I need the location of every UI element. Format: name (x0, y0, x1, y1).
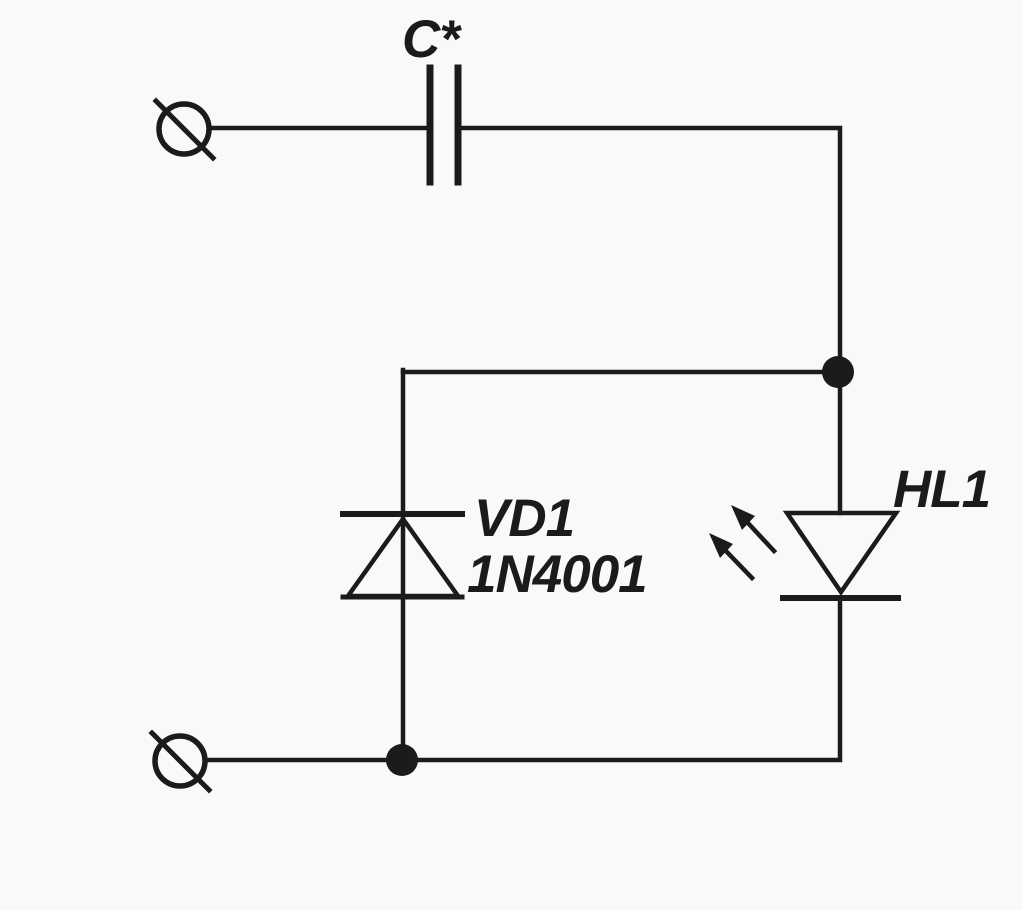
junction-dots (386, 356, 854, 776)
led-icon (709, 505, 901, 601)
junction-dot-bottom (386, 744, 418, 776)
wire-capacitor-to-led (456, 125, 843, 516)
junction-dot-right (822, 356, 854, 388)
terminal-circle (152, 733, 208, 789)
emission-arrow-shaft (722, 547, 756, 582)
diode-part-number-label: 1N4001 (467, 545, 647, 604)
emission-arrow-head (731, 505, 755, 530)
terminal-circle (156, 101, 212, 157)
light-emission-arrows (709, 505, 778, 582)
terminal-icon-bottom (148, 729, 213, 794)
diode-designator-label: VD1 (474, 489, 574, 548)
capacitor-label: C* (402, 10, 462, 69)
terminal-slash (152, 97, 217, 162)
emission-arrow-shaft (744, 519, 778, 555)
led-designator-label: HL1 (893, 460, 990, 519)
terminal-icon-top (152, 97, 217, 162)
diode-icon (340, 511, 465, 600)
terminal-slash (148, 729, 213, 794)
emission-arrow-head (709, 533, 733, 558)
capacitor-icon (426, 64, 462, 186)
wires (202, 125, 843, 765)
led-triangle (782, 510, 901, 596)
wire-led-to-terminal (202, 595, 843, 763)
